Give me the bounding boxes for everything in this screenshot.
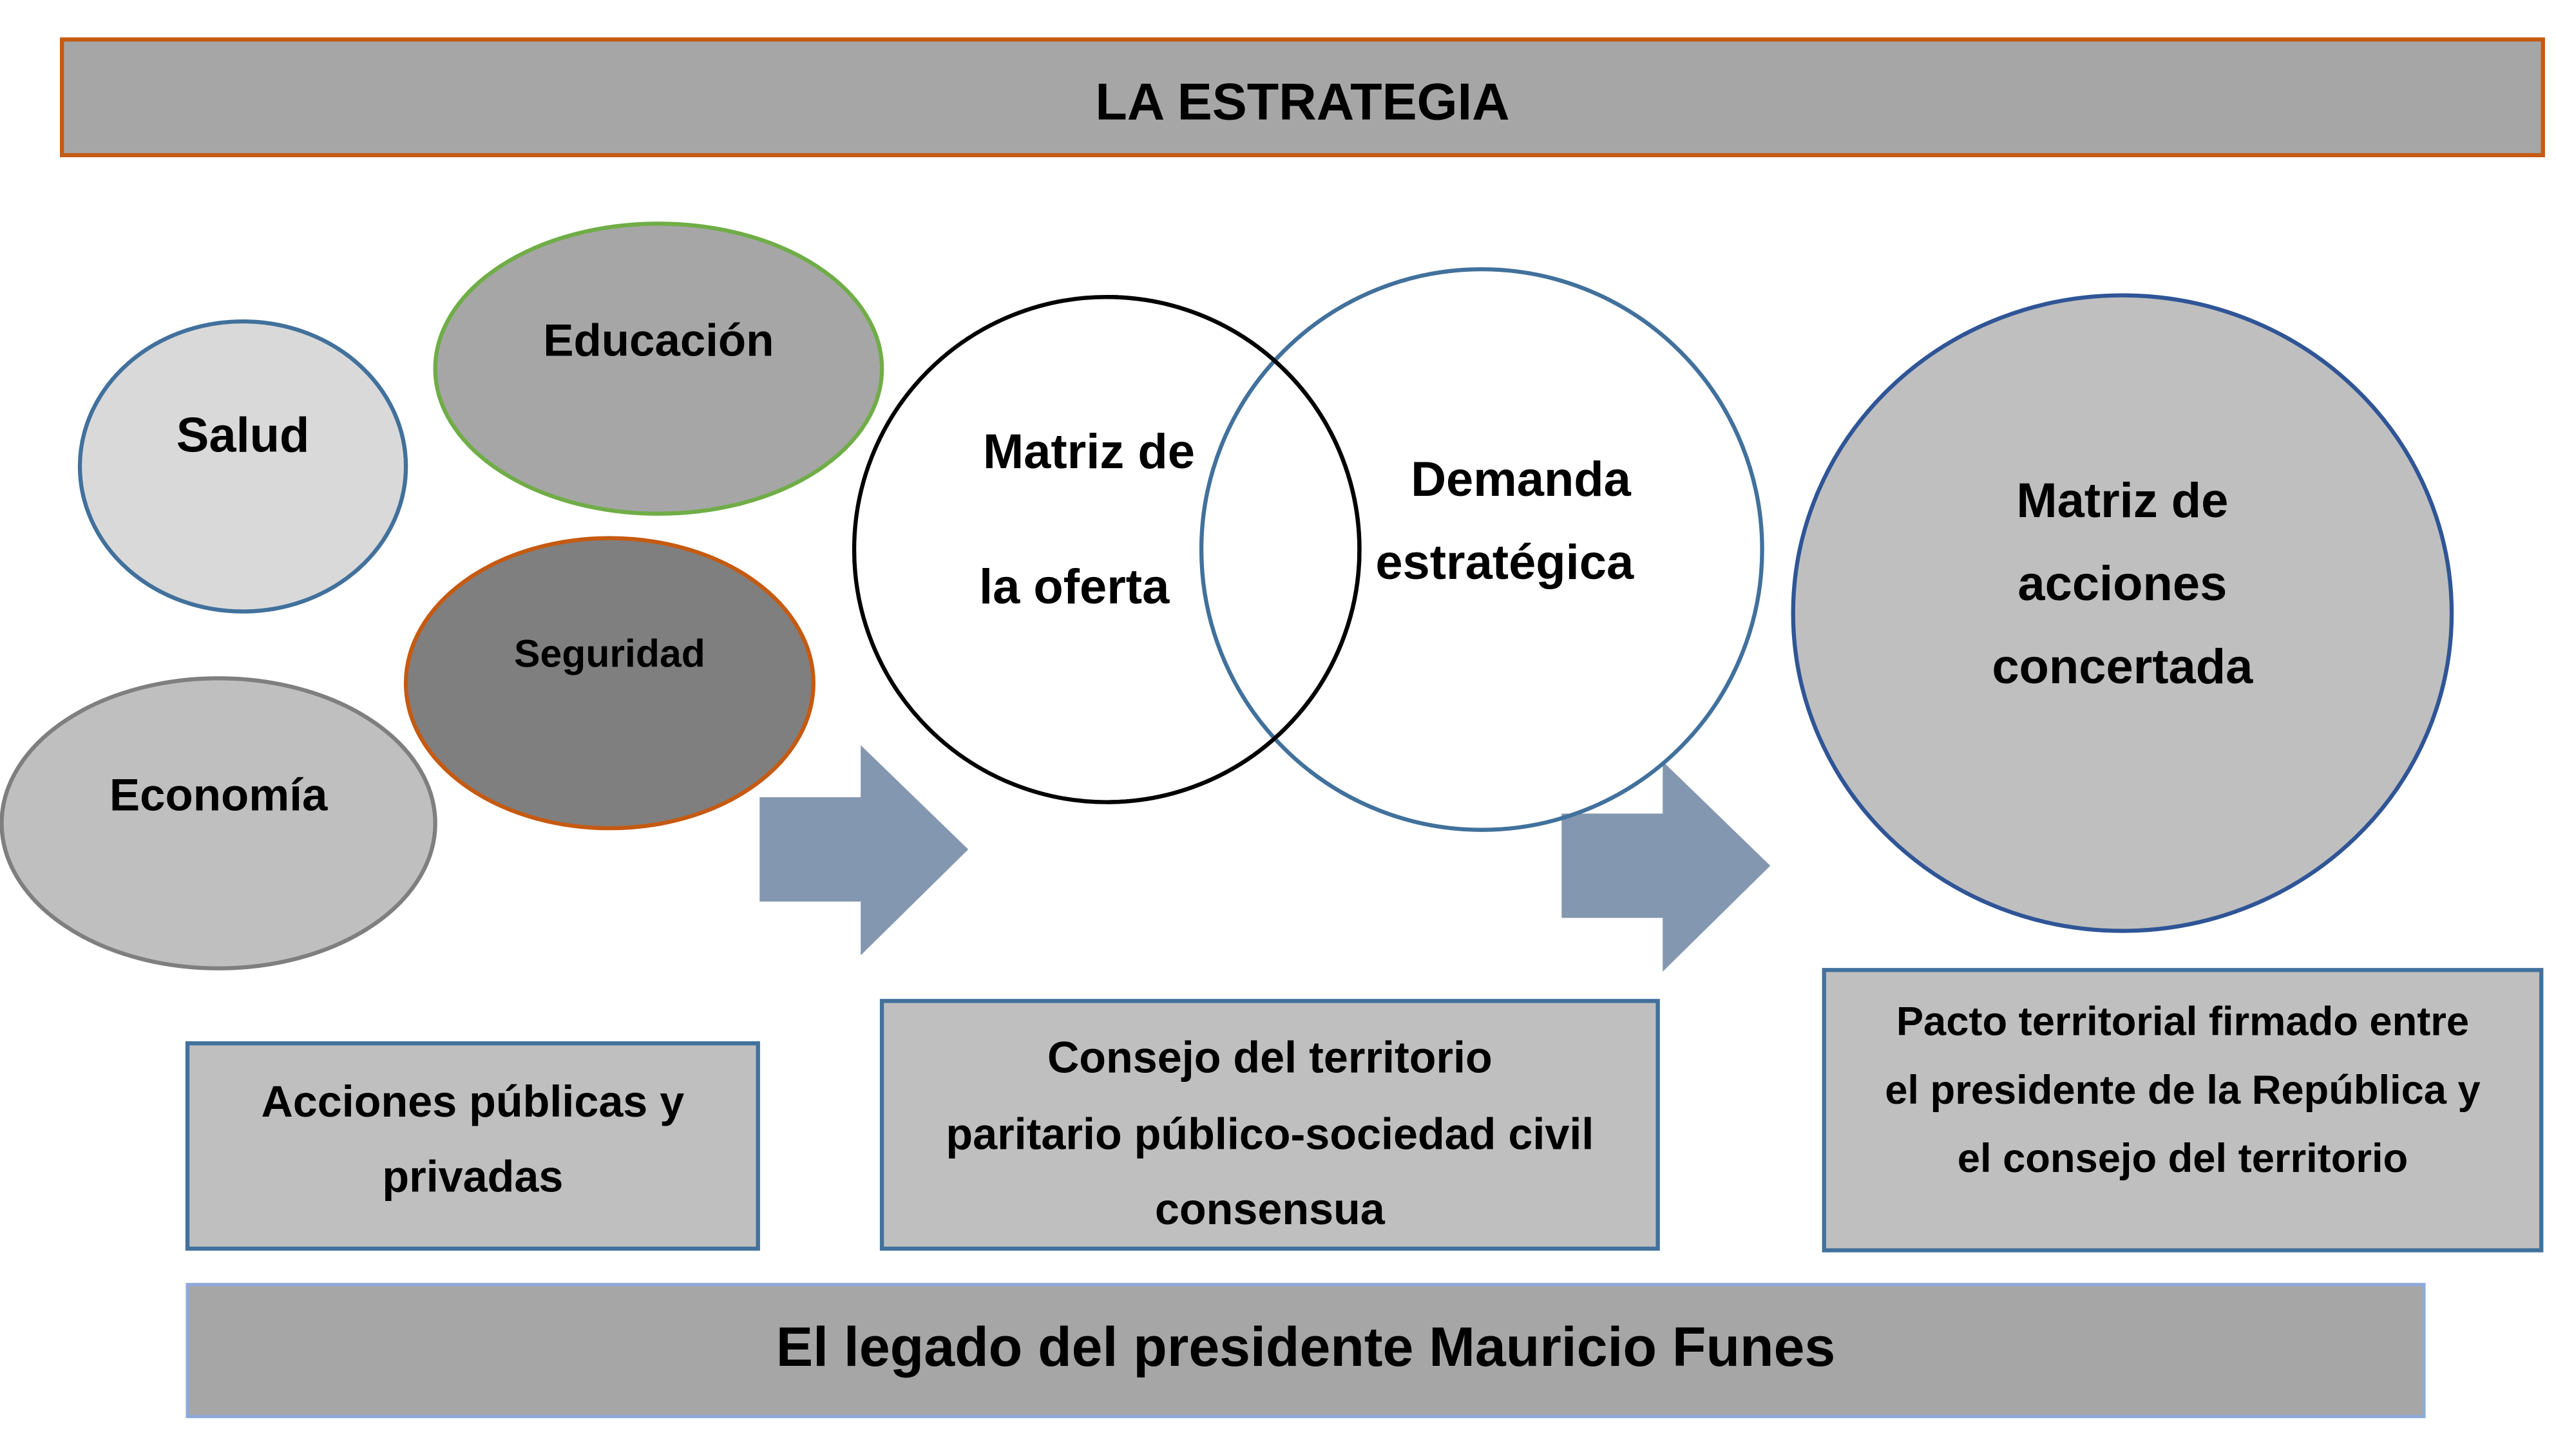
box-consejo-line2: paritario público-sociedad civil bbox=[946, 1110, 1594, 1159]
sector-educacion: Educación bbox=[433, 222, 884, 516]
box-acciones-line2: privadas bbox=[382, 1152, 563, 1201]
venn-oferta-line2: la oferta bbox=[979, 560, 1170, 614]
title-text: LA ESTRATEGIA bbox=[1095, 73, 1509, 131]
result-line3: concertada bbox=[1992, 639, 2253, 694]
sector-seguridad-label: Seguridad bbox=[514, 632, 705, 676]
sector-salud-label: Salud bbox=[176, 408, 310, 463]
footer-banner: El legado del presidente Mauricio Funes bbox=[186, 1283, 2426, 1419]
footer-text: El legado del presidente Mauricio Funes bbox=[776, 1316, 1836, 1378]
sector-educacion-label: Educación bbox=[543, 315, 774, 366]
title-banner: LA ESTRATEGIA bbox=[60, 37, 2545, 158]
venn-demanda-line1: Demanda bbox=[1411, 452, 1631, 507]
box-consejo-line1: Consejo del territorio bbox=[1047, 1034, 1493, 1083]
sector-economia-label: Economía bbox=[110, 770, 328, 820]
result-circle: Matriz de acciones concertada bbox=[1791, 293, 2454, 933]
arrow-right-icon bbox=[759, 745, 969, 956]
result-line1: Matriz de bbox=[2016, 473, 2228, 528]
box-pacto: Pacto territorial firmado entre el presi… bbox=[1822, 968, 2544, 1253]
box-pacto-line1: Pacto territorial firmado entre bbox=[1896, 999, 2469, 1045]
venn-demanda-line2: estratégica bbox=[1375, 535, 1634, 590]
box-consejo-line3: consensua bbox=[1155, 1185, 1386, 1234]
arrow-right-icon bbox=[1561, 761, 1771, 972]
sector-seguridad: Seguridad bbox=[403, 536, 815, 831]
venn-oferta-line1: Matriz de bbox=[983, 424, 1195, 479]
result-line2: acciones bbox=[2017, 556, 2227, 611]
box-acciones: Acciones públicas y privadas bbox=[185, 1041, 760, 1251]
venn-demanda bbox=[1107, 267, 1764, 832]
box-acciones-line1: Acciones públicas y bbox=[261, 1077, 684, 1126]
box-pacto-line2: el presidente de la República y bbox=[1885, 1068, 2480, 1113]
box-consejo: Consejo del territorio paritario público… bbox=[879, 999, 1660, 1251]
venn-oferta bbox=[852, 294, 1362, 804]
box-pacto-line3: el consejo del territorio bbox=[1958, 1136, 2408, 1181]
sector-salud: Salud bbox=[77, 319, 408, 614]
sector-economia: Economía bbox=[0, 676, 437, 970]
